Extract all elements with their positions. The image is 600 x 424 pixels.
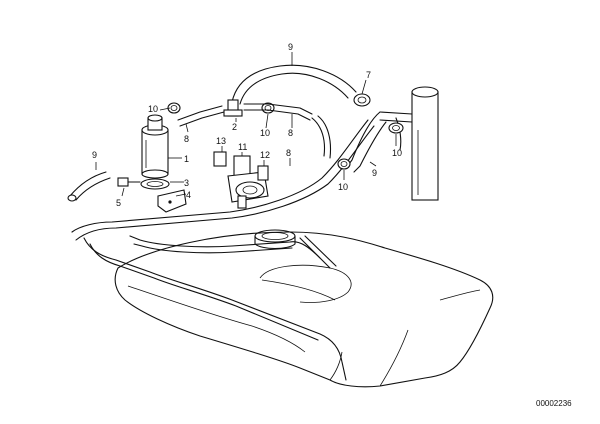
callout-5: 5 (116, 198, 121, 208)
fuel-tank (114, 229, 494, 388)
callout-7: 7 (366, 70, 371, 80)
reference-code: 00002236 (536, 399, 572, 408)
callout-labels: 9 7 10 2 10 8 8 13 11 12 8 1 3 4 5 9 9 1… (92, 42, 402, 208)
callout-2: 2 (232, 122, 237, 132)
activated-carbon-filter (141, 114, 169, 179)
callout-3: 3 (184, 178, 189, 188)
hose-clamp-7 (353, 93, 371, 107)
leader-lines (95, 52, 397, 197)
callout-10-right: 10 (392, 148, 402, 158)
hose-clamp-10-right (388, 122, 404, 134)
filler-neck (345, 86, 439, 201)
screw-5 (117, 177, 141, 187)
callout-11: 11 (238, 142, 247, 152)
callout-8-mid: 8 (288, 128, 293, 138)
bracket-4 (157, 189, 187, 213)
holder-3 (140, 178, 170, 190)
callout-9-left: 9 (92, 150, 97, 160)
hose-clamp-10-lower (337, 158, 351, 170)
callout-13: 13 (216, 136, 226, 146)
callout-10-top: 10 (148, 104, 158, 114)
hose-9-left (67, 171, 111, 202)
callout-10-lower: 10 (338, 182, 348, 192)
vent-hose-upper (231, 64, 357, 105)
callout-10-mid: 10 (260, 128, 270, 138)
callout-1: 1 (184, 154, 189, 164)
valve-assembly (213, 151, 269, 209)
callout-8-right: 8 (286, 148, 291, 158)
callout-12: 12 (260, 150, 270, 160)
short-hose-8 (177, 103, 332, 159)
callout-9-top: 9 (288, 42, 293, 52)
callout-9-right: 9 (372, 168, 377, 178)
connector-2 (223, 99, 243, 117)
fuel-pipes (71, 119, 375, 381)
callout-8-left: 8 (184, 134, 189, 144)
callout-4: 4 (186, 190, 191, 200)
